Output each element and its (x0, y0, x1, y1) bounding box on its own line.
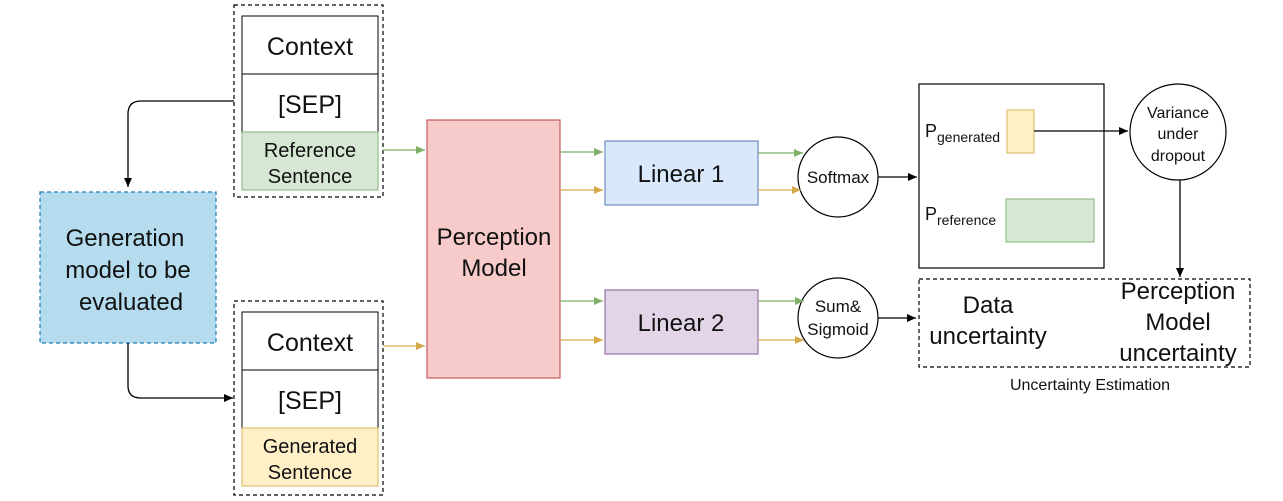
linear1-box (604, 140, 759, 206)
p-reference-bar (1005, 198, 1095, 243)
generated-sentence-line1: Generated (263, 436, 358, 458)
top-context-box (241, 15, 379, 75)
perception-model-line2: Model (461, 255, 526, 282)
p-generated-symbol: P (925, 121, 937, 141)
bottom-stack-dashed-frame (233, 300, 384, 496)
p-reference-label: Preference (925, 204, 996, 228)
top-sep-box (241, 73, 379, 133)
bottom-sep-label: [SEP] (278, 387, 342, 415)
linear2-label: Linear 2 (638, 310, 725, 337)
p-generated-subscript: generated (937, 129, 1000, 145)
perception-model-line1: Perception (437, 224, 552, 251)
variance-circle (1129, 83, 1227, 181)
variance-line1: Variance (1147, 105, 1209, 122)
bottom-context-label: Context (267, 329, 353, 357)
reference-sentence-line1: Reference (264, 140, 356, 162)
variance-node: Variance under dropout (1129, 83, 1227, 181)
p-reference-symbol: P (925, 204, 937, 224)
bottom-context-box (241, 311, 379, 371)
sum-sigmoid-line1: Sum& (815, 297, 862, 316)
variance-line3: dropout (1151, 148, 1206, 165)
linear1-node: Linear 1 (604, 140, 759, 206)
linear2-box (604, 289, 759, 355)
generated-sentence-line2: Sentence (268, 462, 353, 484)
generation-model-node: Generation model to be evaluated (39, 191, 217, 344)
softmax-label: Softmax (807, 168, 870, 187)
generation-model-label-line1: Generation (66, 225, 185, 252)
generation-model-box (39, 191, 217, 344)
bottom-input-stack: Context [SEP] Generated Sentence (233, 300, 384, 496)
sum-sigmoid-circle (797, 277, 879, 359)
linear1-label: Linear 1 (638, 161, 725, 188)
sum-sigmoid-line2: Sigmoid (807, 320, 868, 339)
data-uncertainty-line1: Data (963, 292, 1014, 319)
uncertainty-estimation-caption: Uncertainty Estimation (1010, 377, 1170, 394)
generation-model-label-line2: model to be (65, 257, 190, 284)
top-stack-dashed-frame (233, 4, 384, 198)
sum-sigmoid-node: Sum& Sigmoid (797, 277, 879, 359)
perception-model-box (426, 119, 561, 379)
generation-model-label-line3: evaluated (79, 289, 183, 316)
top-sep-label: [SEP] (278, 91, 342, 119)
reference-sentence-line2: Sentence (268, 166, 353, 188)
perception-uncertainty-line1: Perception (1121, 278, 1236, 305)
arrow-generation-to-bottom-stack (127, 343, 233, 402)
probability-panel: Pgenerated Preference (918, 83, 1105, 269)
p-generated-label: Pgenerated (925, 121, 1000, 145)
softmax-node: Softmax (797, 136, 879, 218)
perception-uncertainty-line2: Model (1145, 309, 1210, 336)
top-context-label: Context (267, 33, 353, 61)
linear2-node: Linear 2 (604, 289, 759, 355)
perception-model-node: Perception Model (426, 119, 561, 379)
data-uncertainty-line2: uncertainty (929, 323, 1046, 350)
uncertainty-estimation-panel: Data uncertainty Perception Model uncert… (918, 278, 1251, 394)
arrow-top-stack-to-generation (124, 100, 234, 187)
variance-line2: under (1158, 126, 1200, 143)
top-input-stack: Context [SEP] Reference Sentence (233, 4, 384, 198)
bottom-sep-box (241, 369, 379, 429)
p-generated-bar (1006, 109, 1035, 154)
reference-sentence-box (241, 131, 379, 191)
uncertainty-dashed-frame (918, 278, 1251, 368)
perception-uncertainty-line3: uncertainty (1119, 340, 1236, 367)
connectors (124, 100, 1184, 402)
generated-sentence-box (241, 427, 379, 487)
p-reference-subscript: reference (937, 212, 996, 228)
